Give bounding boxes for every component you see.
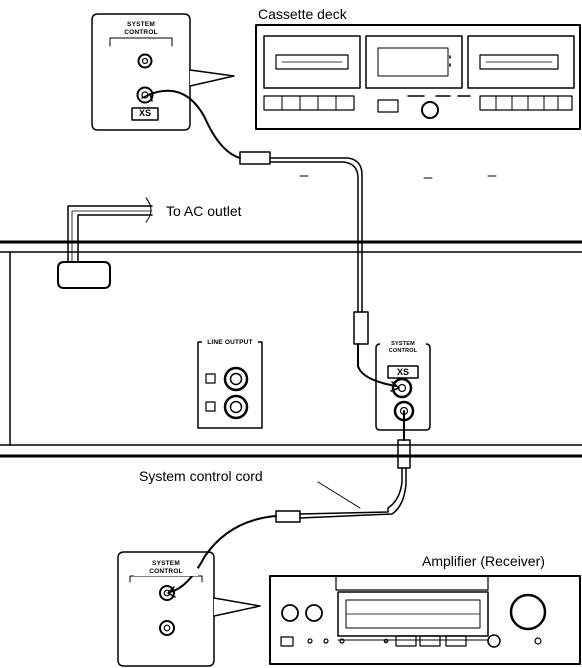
main-xs-logo: XS: [396, 367, 409, 377]
line-output-panel: [197, 341, 263, 429]
main-control-text: CONTROL: [388, 347, 418, 354]
top-control-text: CONTROL: [124, 29, 158, 36]
main-unit-rear-panel: [0, 240, 582, 458]
amplifier-system-control-callout: [117, 551, 261, 667]
main-callout-title: SYSTEM CONTROL: [380, 341, 426, 354]
ac-outlet-label: To AC outlet: [166, 203, 242, 219]
cassette-deck: [255, 24, 581, 130]
bottom-system-text: SYSTEM: [152, 560, 180, 567]
line-output-label: LINE OUTPUT: [202, 339, 258, 347]
system-control-cord-lower: [167, 410, 411, 598]
system-control-cable-upper: [141, 89, 497, 392]
top-xs-logo: XS: [138, 108, 151, 118]
main-system-text: SYSTEM: [391, 341, 415, 347]
power-cord: [57, 197, 153, 289]
bottom-control-text: CONTROL: [134, 568, 198, 576]
cassette-system-control-callout: [91, 13, 235, 131]
top-system-text: SYSTEM: [127, 21, 155, 28]
bottom-callout-title: SYSTEM CONTROL: [134, 560, 198, 576]
cassette-deck-label: Cassette deck: [258, 6, 347, 22]
top-callout-title: SYSTEM CONTROL: [112, 21, 170, 37]
amplifier-label: Amplifier (Receiver): [422, 553, 545, 569]
system-control-cord-label: System control cord: [139, 468, 263, 484]
amplifier-receiver: [269, 575, 581, 665]
